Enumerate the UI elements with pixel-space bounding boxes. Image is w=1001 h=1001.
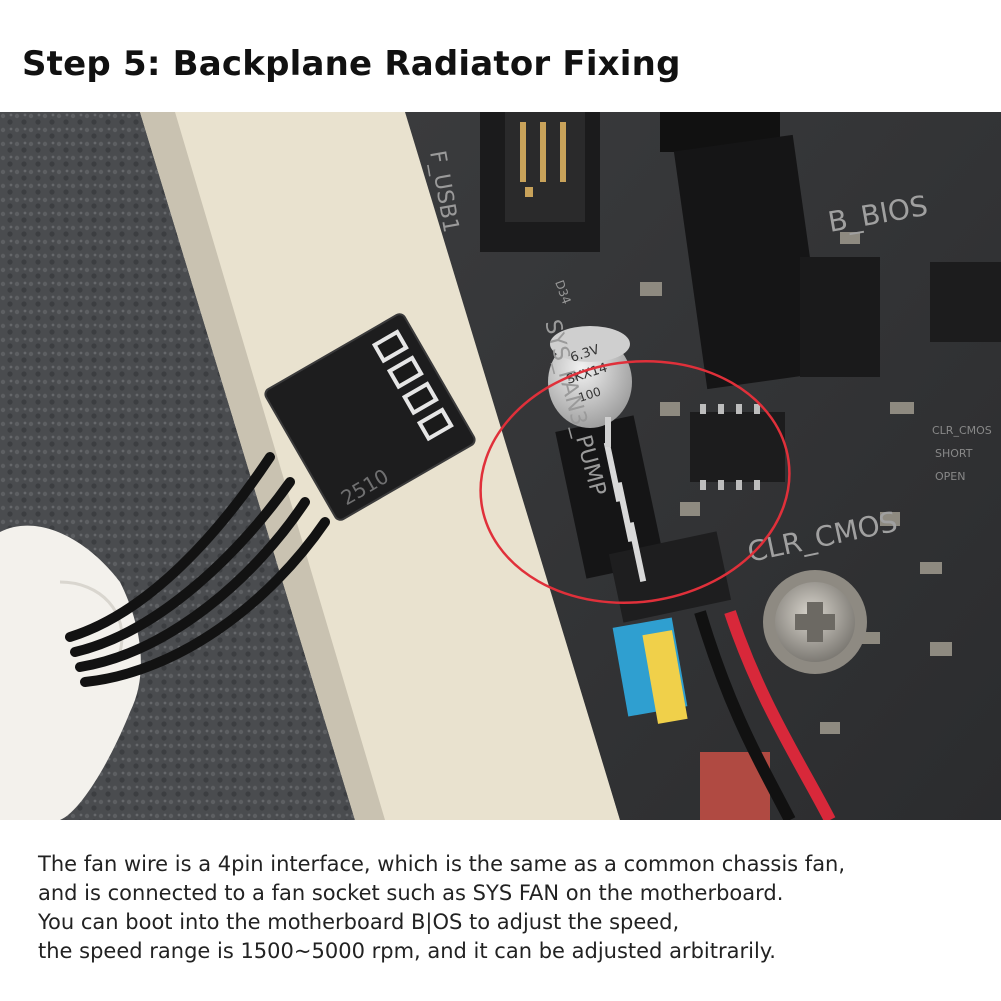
caption-line-2: and is connected to a fan socket such as… bbox=[38, 881, 784, 905]
red-wire bbox=[724, 610, 836, 820]
short-label: SHORT bbox=[935, 447, 973, 460]
fan-connector-4pin: 2510 bbox=[264, 313, 476, 521]
chip-center bbox=[690, 412, 785, 482]
highlight-circle bbox=[479, 359, 791, 605]
page-title: Step 5: Backplane Radiator Fixing bbox=[22, 44, 681, 84]
black-wire bbox=[694, 610, 796, 820]
caption-line-3: You can boot into the motherboard B|OS t… bbox=[38, 910, 680, 934]
sys-fan-header bbox=[555, 415, 665, 579]
motherboard-photo: F_USB1 B_BIOS CLR_CMOS SYS_FAN3_PUMP 6.3… bbox=[0, 112, 1001, 820]
jumper-cap bbox=[800, 257, 880, 377]
clr-small-label: CLR_CMOS bbox=[932, 424, 992, 437]
cap-value-label: 100 bbox=[577, 384, 603, 404]
chip-right bbox=[930, 262, 1001, 342]
caption: The fan wire is a 4pin interface, which … bbox=[38, 850, 978, 966]
bios-switch bbox=[673, 134, 827, 390]
caption-line-4: the speed range is 1500~5000 rpm, and it… bbox=[38, 939, 776, 963]
fan-header-pins bbox=[603, 442, 647, 582]
fan-cable bbox=[65, 452, 330, 687]
open-label: OPEN bbox=[935, 470, 965, 483]
caption-line-1: The fan wire is a 4pin interface, which … bbox=[38, 852, 846, 876]
